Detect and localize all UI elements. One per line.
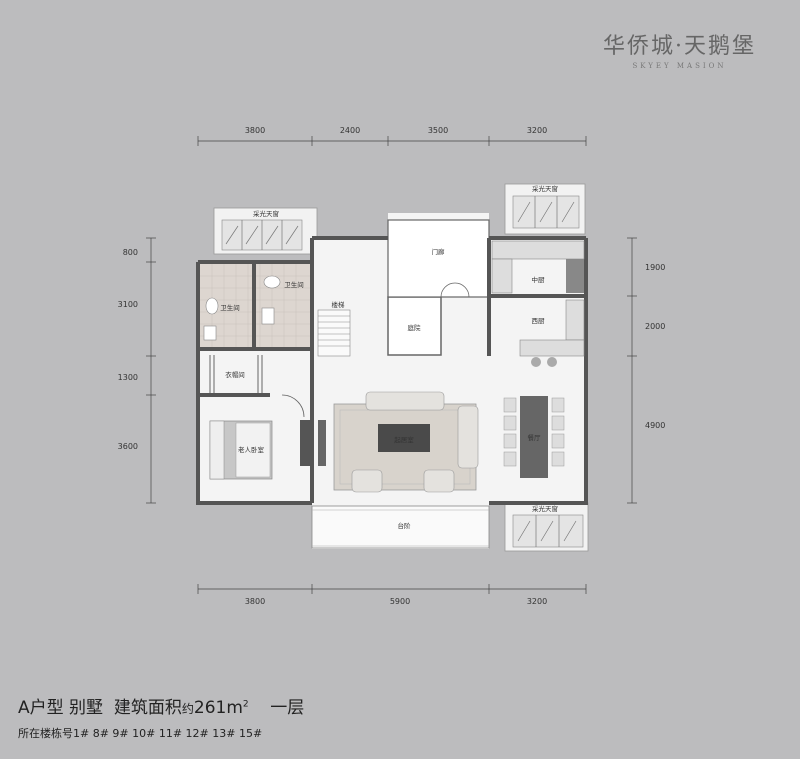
label-chinese-kitchen: 中厨 [532,275,546,284]
label-skylight-br: 采光天窗 [532,504,558,513]
label-courtyard: 庭院 [408,323,422,332]
coffee-table [378,424,430,452]
bed [209,420,273,480]
label-dining: 餐厅 [528,433,542,442]
cloakroom-shelves [209,355,263,393]
sofas [351,391,479,493]
brand-logo: 华侨城·天鹅堡 SKYEY MASION [603,28,756,70]
area-label: 建筑面积 [113,698,182,718]
brand-name-english: SKYEY MASION [632,62,727,70]
dim-top-4: 3200 [527,126,547,135]
dimension-lines [146,136,637,594]
label-bathroom-2: 卫生间 [284,280,304,289]
label-bathroom-1: 卫生间 [220,303,240,312]
floor-plan: 3800 2400 3500 3200 3800 5900 3200 800 3… [118,126,666,606]
area-prefix: 约 [181,702,194,716]
label-terrace-steps: 台阶 [398,521,412,530]
staircase [317,309,351,357]
dim-top-3: 3500 [428,126,448,135]
dim-right-1: 1900 [645,263,665,272]
area-value: 261m [193,698,243,718]
label-skylight-tr: 采光天窗 [532,184,558,193]
dim-top-1: 3800 [245,126,265,135]
dim-bottom-1: 3800 [245,597,265,606]
kitchen-counters [491,240,585,367]
label-master-bedroom: 老人卧室 [238,445,265,454]
front-steps [311,505,490,549]
entry-porch-area [387,219,490,298]
dim-left-3: 1300 [118,373,138,382]
dim-bottom-2: 5900 [390,597,410,606]
label-cloakroom: 衣帽间 [225,370,245,379]
floor-level: 一层 [270,698,305,718]
brand-name-chinese: 华侨城·天鹅堡 [603,34,756,59]
courtyard-area [387,296,442,356]
skylight-top-left [213,207,318,255]
building-numbers: 所在楼栋号1# 8# 9# 10# 11# 12# 13# 15# [18,727,263,740]
skylight-bottom-right [504,502,589,552]
label-living-room: 起居室 [394,435,414,444]
dim-left-1: 800 [123,248,138,257]
tv-cabinet-living [318,420,326,466]
dim-top-2: 2400 [340,126,360,135]
bathroom-tiles [200,264,310,349]
bathroom-fixtures [203,275,281,341]
skylight-top-right [504,183,586,235]
dim-bottom-3: 3200 [527,597,547,606]
walls [196,236,588,505]
dim-right-2: 2000 [645,322,665,331]
entry-doors [281,282,470,418]
dim-left-4: 3600 [118,442,138,451]
unit-type: A户型 别墅 [18,698,104,718]
label-skylight-tl: 采光天窗 [253,209,279,218]
label-stairs: 楼梯 [332,300,346,309]
tv-cabinet-bedroom [300,420,310,466]
label-entry-porch: 门廊 [432,247,446,256]
dim-left-2: 3100 [118,300,138,309]
dim-right-3: 4900 [645,421,665,430]
dining-set [503,396,565,478]
area-superscript: 2 [242,699,249,710]
plan-title: A户型 别墅 建筑面积约261m2 一层 [18,693,304,718]
label-western-kitchen: 西厨 [532,317,546,325]
